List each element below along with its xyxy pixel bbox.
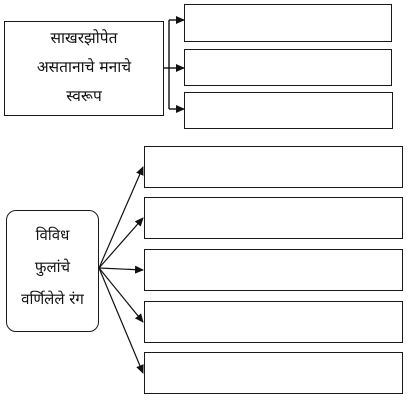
source-1-line-1: साखरझोपेत [50,29,118,47]
source-box-2: विविध फुलांचे वर्णिलेले रंग [6,210,99,332]
source-box-2-text: विविध फुलांचे वर्णिलेले रंग [7,219,98,315]
arrow-d2-1 [98,166,144,269]
source-box-1: साखरझोपेत असतानाचे मनाचे स्वरूप [4,21,164,116]
answer-box-d2-2[interactable] [144,197,403,239]
answer-box-d1-3[interactable] [184,92,393,129]
answer-box-d2-4[interactable] [144,301,403,343]
arrow-d2-2 [98,217,144,269]
answer-box-d2-5[interactable] [144,352,403,394]
source-2-line-1: विविध [35,226,70,244]
answer-box-d2-3[interactable] [144,249,403,291]
answer-box-d1-1[interactable] [184,4,392,42]
source-1-line-2: असतानाचे मनाचे [36,58,132,76]
arrow-d2-5 [98,267,144,374]
arrow-d2-3 [98,265,144,274]
answer-box-d1-2[interactable] [184,49,392,86]
source-box-1-text: साखरझोपेत असतानाचे मनाचे स्वरूप [5,24,163,111]
source-1-line-3: स्वरूप [66,87,102,105]
source-2-line-3: वर्णिलेले रंग [21,290,84,308]
source-2-line-2: फुलांचे [34,258,71,276]
answer-box-d2-1[interactable] [144,146,403,188]
arrow-d2-4 [98,267,144,323]
